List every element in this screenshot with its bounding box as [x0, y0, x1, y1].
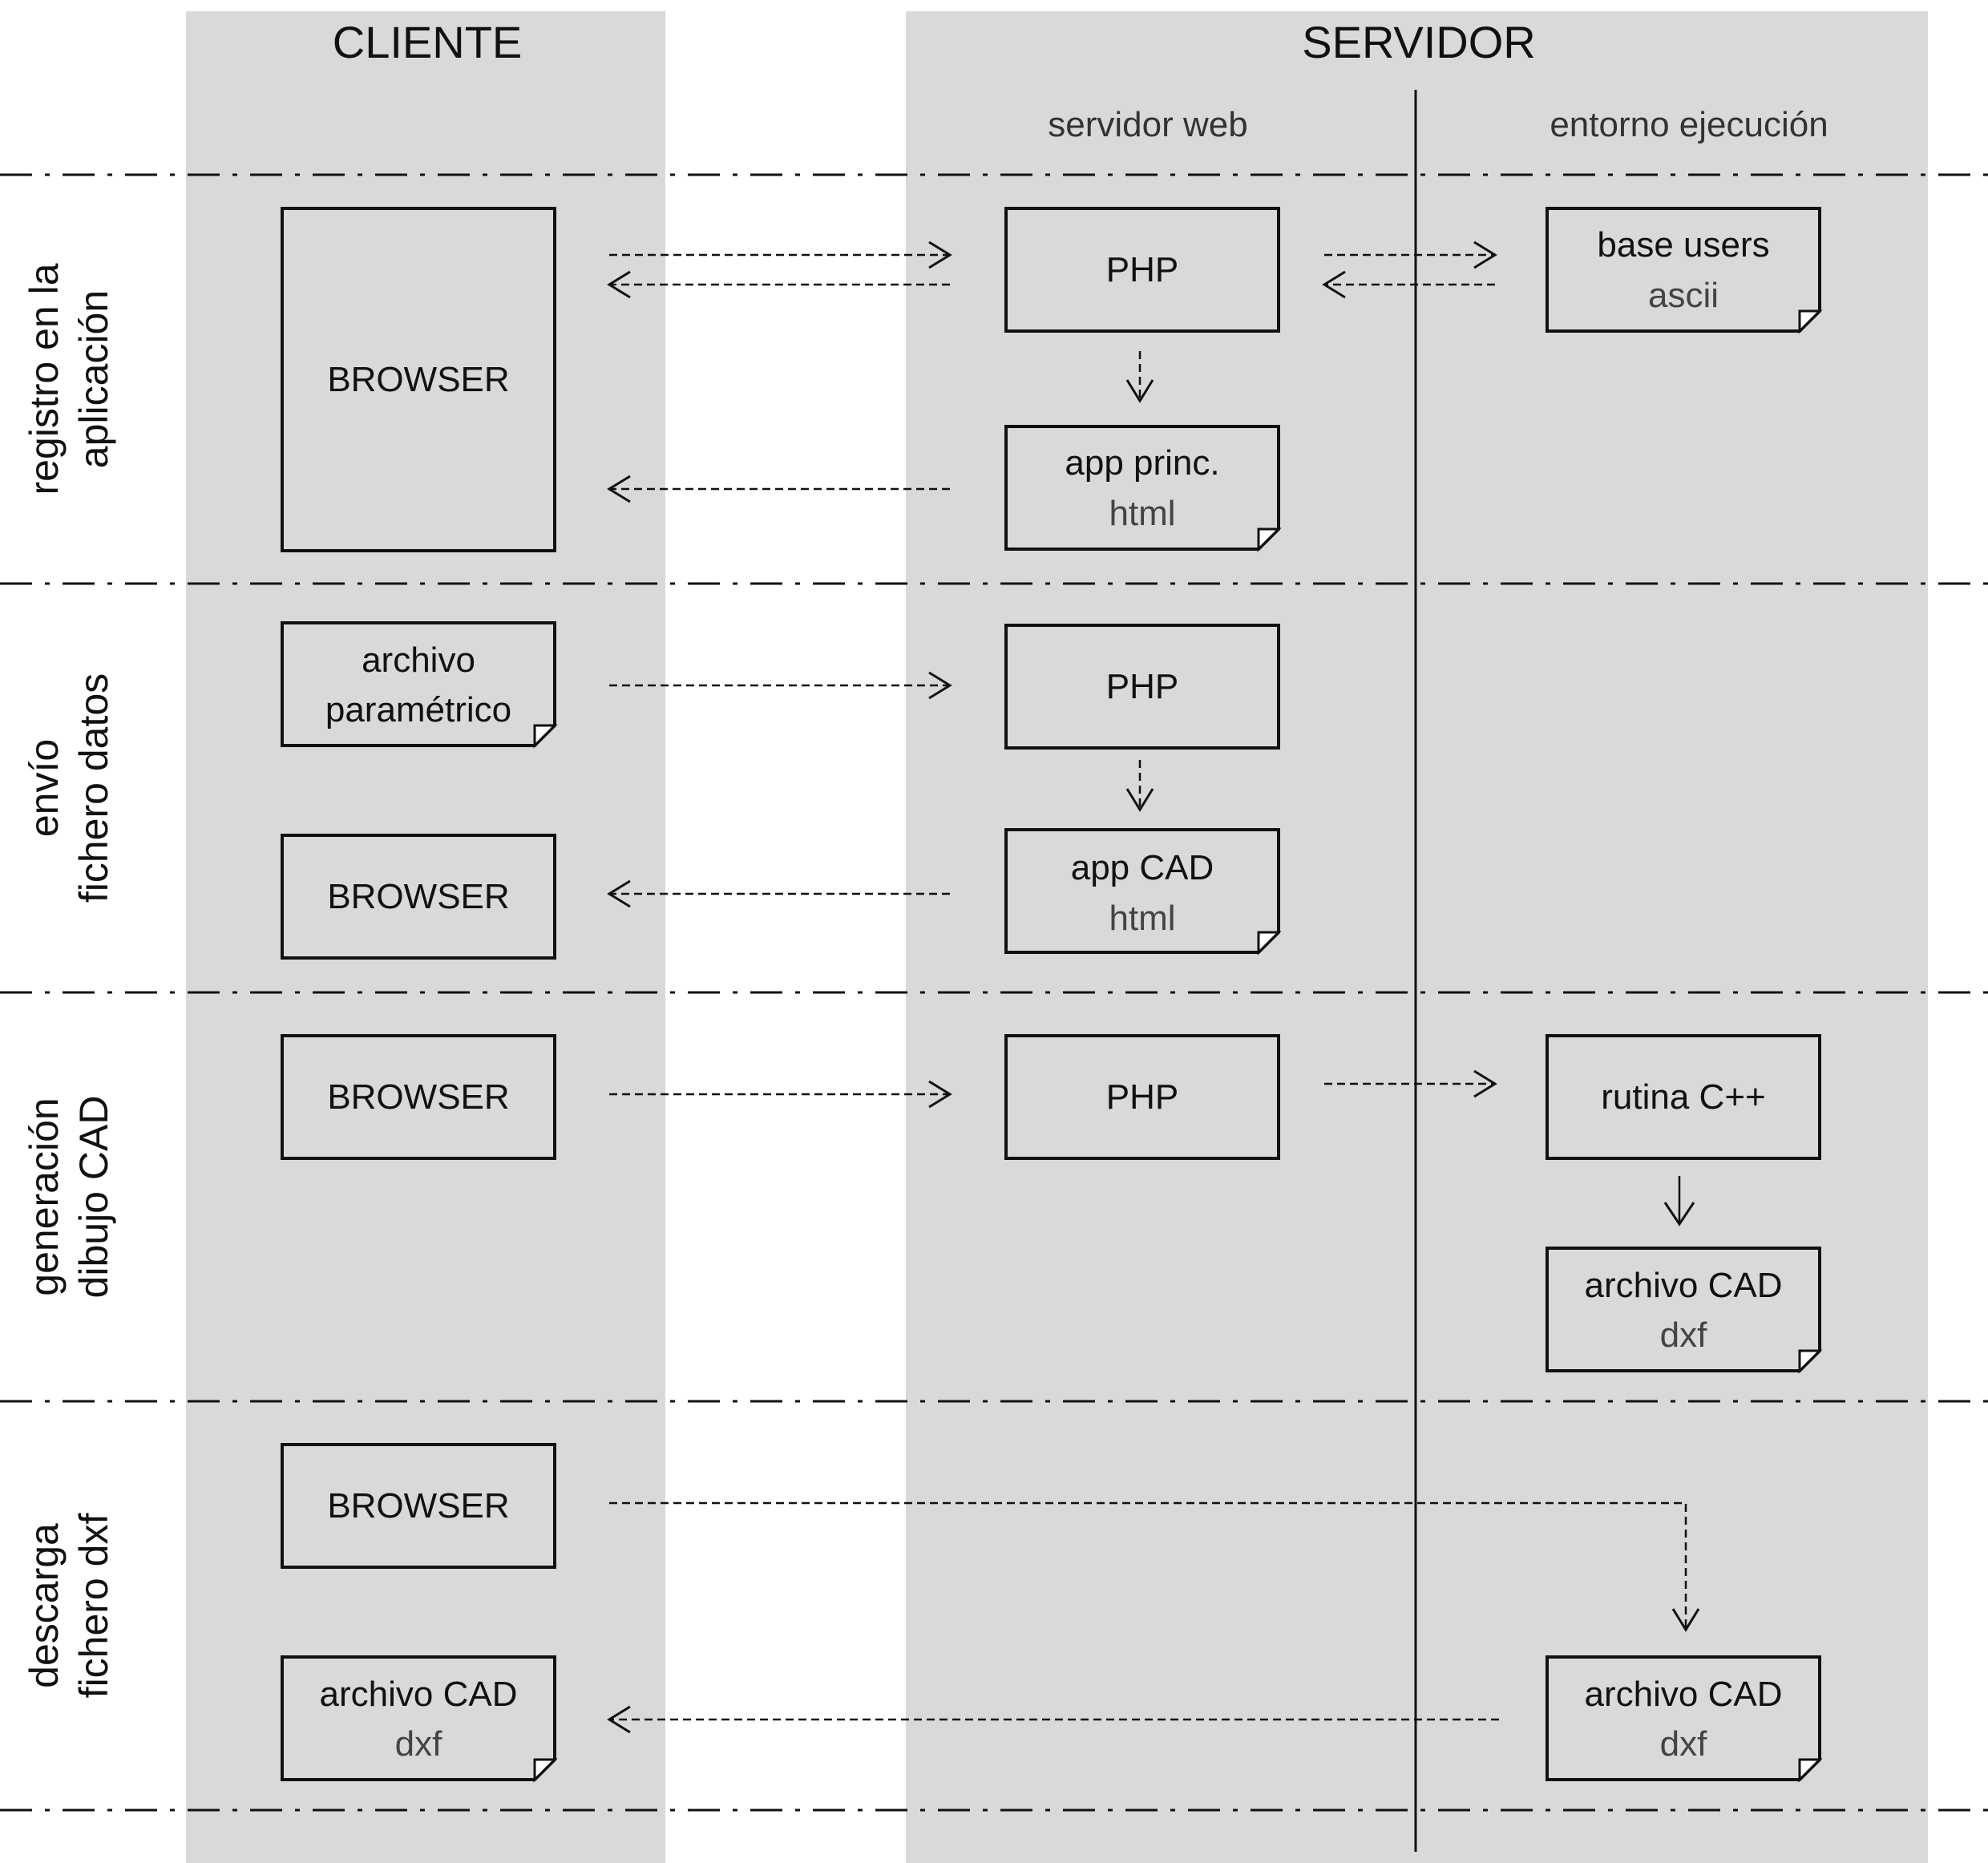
fold-archivo-cad-cli [533, 1758, 558, 1783]
phase-label-line: generación [22, 1097, 67, 1295]
column-header-cliente: CLIENTE [333, 17, 523, 67]
fold-archivo-cad-srv-2 [1798, 1758, 1823, 1783]
sublabel-archivo-parametrico: paramétrico [325, 690, 511, 729]
phase-label-line: registro en la [22, 263, 67, 495]
phase-label-line: dibujo CAD [71, 1096, 116, 1299]
node-browser-3 [281, 1034, 556, 1160]
label-browser-3: BROWSER [327, 1077, 509, 1117]
sublabel-base-users: ascii [1648, 276, 1719, 315]
sublabel-archivo-cad-srv-2: dxf [1660, 1724, 1707, 1764]
column-header-servidor: SERVIDOR [1302, 17, 1535, 67]
fold-app-princ [1257, 527, 1282, 552]
node-browser-2 [281, 834, 556, 960]
label-app-cad: app CAD [1071, 848, 1214, 887]
label-archivo-cad-srv-1: archivo CAD [1585, 1266, 1783, 1305]
subheader-entorno-ejecucion: entorno ejecución [1550, 105, 1828, 144]
node-browser-4 [281, 1443, 556, 1569]
label-rutina-cpp: rutina C++ [1601, 1077, 1765, 1117]
node-browser-1 [281, 207, 556, 552]
fold-base-users [1798, 309, 1823, 334]
label-base-users: base users [1597, 225, 1769, 265]
phase-label-line: aplicación [71, 290, 116, 468]
sublabel-app-princ: html [1109, 494, 1175, 533]
label-browser-2: BROWSER [327, 877, 509, 916]
phase-label-line: fichero datos [71, 673, 116, 903]
node-php-1 [1004, 207, 1280, 333]
sublabel-archivo-cad-srv-1: dxf [1660, 1315, 1707, 1355]
phase-label-envio: envío fichero datos [22, 673, 116, 903]
phase-label-line: descarga [22, 1523, 67, 1688]
fold-archivo-parametrico [533, 724, 558, 749]
label-php-3: PHP [1106, 1077, 1178, 1117]
fold-archivo-cad-srv-1 [1798, 1349, 1823, 1374]
phase-label-line: fichero dxf [71, 1513, 116, 1699]
label-archivo-cad-srv-2: archivo CAD [1585, 1675, 1783, 1714]
label-php-1: PHP [1106, 250, 1178, 289]
node-php-3 [1004, 1034, 1280, 1160]
label-php-2: PHP [1106, 667, 1178, 706]
label-archivo-parametrico: archivo [362, 641, 475, 680]
node-php-2 [1004, 624, 1280, 750]
label-app-princ: app princ. [1065, 443, 1219, 483]
phase-label-line: envío [22, 739, 67, 837]
phase-label-generacion: generación dibujo CAD [22, 1096, 116, 1299]
phase-label-descarga: descarga fichero dxf [22, 1513, 116, 1699]
phase-separators [0, 173, 1988, 1812]
sublabel-app-cad: html [1109, 899, 1175, 938]
label-browser-1: BROWSER [327, 360, 509, 399]
label-archivo-cad-cli: archivo CAD [320, 1675, 518, 1714]
subheader-servidor-web: servidor web [1048, 105, 1247, 144]
phase-label-registro: registro en la aplicación [22, 263, 116, 495]
edge-browser4-to-archivo-cad-srv [609, 1501, 1700, 1632]
fold-app-cad [1257, 931, 1282, 956]
arrowhead-rutina [1663, 1202, 1695, 1227]
label-browser-4: BROWSER [327, 1486, 509, 1526]
edges [607, 240, 1700, 1734]
sublabel-archivo-cad-cli: dxf [395, 1724, 442, 1764]
node-rutina-cpp [1546, 1034, 1821, 1160]
